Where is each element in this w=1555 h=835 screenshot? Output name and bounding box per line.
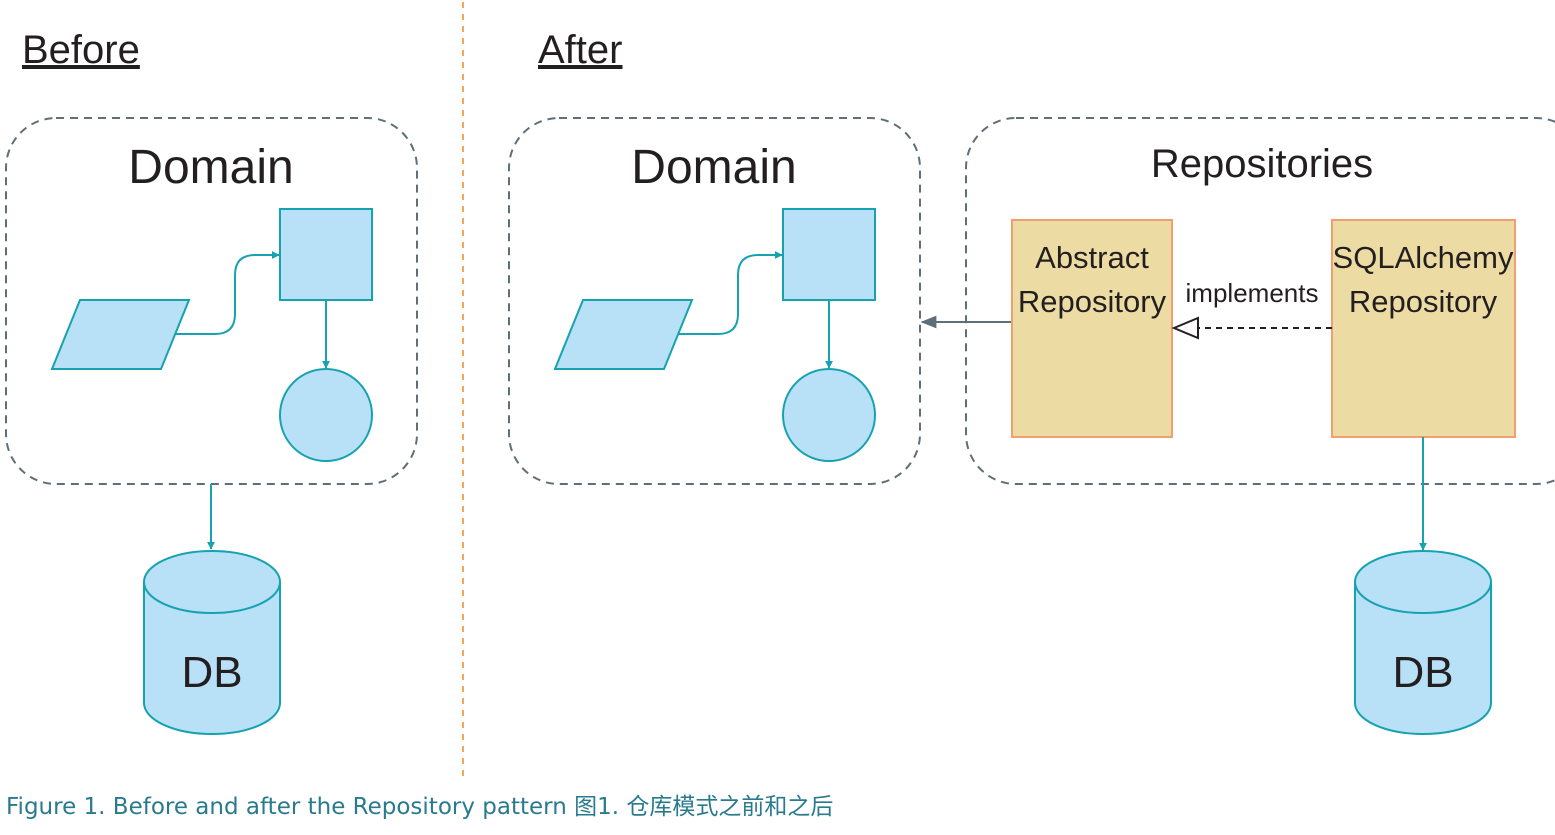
before-db-cylinder	[143, 550, 281, 735]
before-circle-shape	[279, 368, 373, 462]
after-circle-shape	[782, 368, 876, 462]
before-square-shape	[279, 208, 373, 301]
after-square-shape	[782, 208, 876, 301]
after-parallelogram-shape	[553, 299, 694, 370]
after-db-cylinder	[1354, 550, 1492, 735]
abstract-repository-box	[1011, 219, 1173, 438]
before-domain-title: Domain	[128, 141, 293, 194]
sqlalchemy-repository-label-line2: Repository	[1349, 284, 1498, 319]
implements-triangle-icon	[1171, 316, 1199, 340]
after-heading: After	[538, 28, 622, 72]
figure-caption: Figure 1. Before and after the Repositor…	[6, 794, 834, 820]
before-heading: Before	[22, 28, 140, 72]
sqlalchemy-repository-box	[1331, 219, 1516, 438]
before-parallelogram-to-square-arrow	[175, 251, 280, 335]
before-parallelogram-shape	[50, 299, 191, 370]
before-section: Before Domain DB	[5, 28, 418, 735]
repositories-boundary	[965, 117, 1555, 485]
after-db-label: DB	[1392, 648, 1453, 697]
after-domain-title: Domain	[631, 141, 796, 194]
before-db-label: DB	[181, 648, 242, 697]
abstract-repository-label-line2: Repository	[1018, 284, 1167, 319]
abstract-repository-label-line1: Abstract	[1035, 240, 1149, 275]
sqlalchemy-repository-label-line1: SQLAlchemy	[1333, 240, 1514, 275]
after-domain-boundary	[508, 117, 921, 485]
repositories-title: Repositories	[1151, 142, 1373, 186]
after-parallelogram-to-square-arrow	[678, 251, 783, 335]
after-section: After Domain Repositories Abstract Repos…	[508, 28, 1555, 735]
implements-label: implements	[1186, 278, 1319, 308]
